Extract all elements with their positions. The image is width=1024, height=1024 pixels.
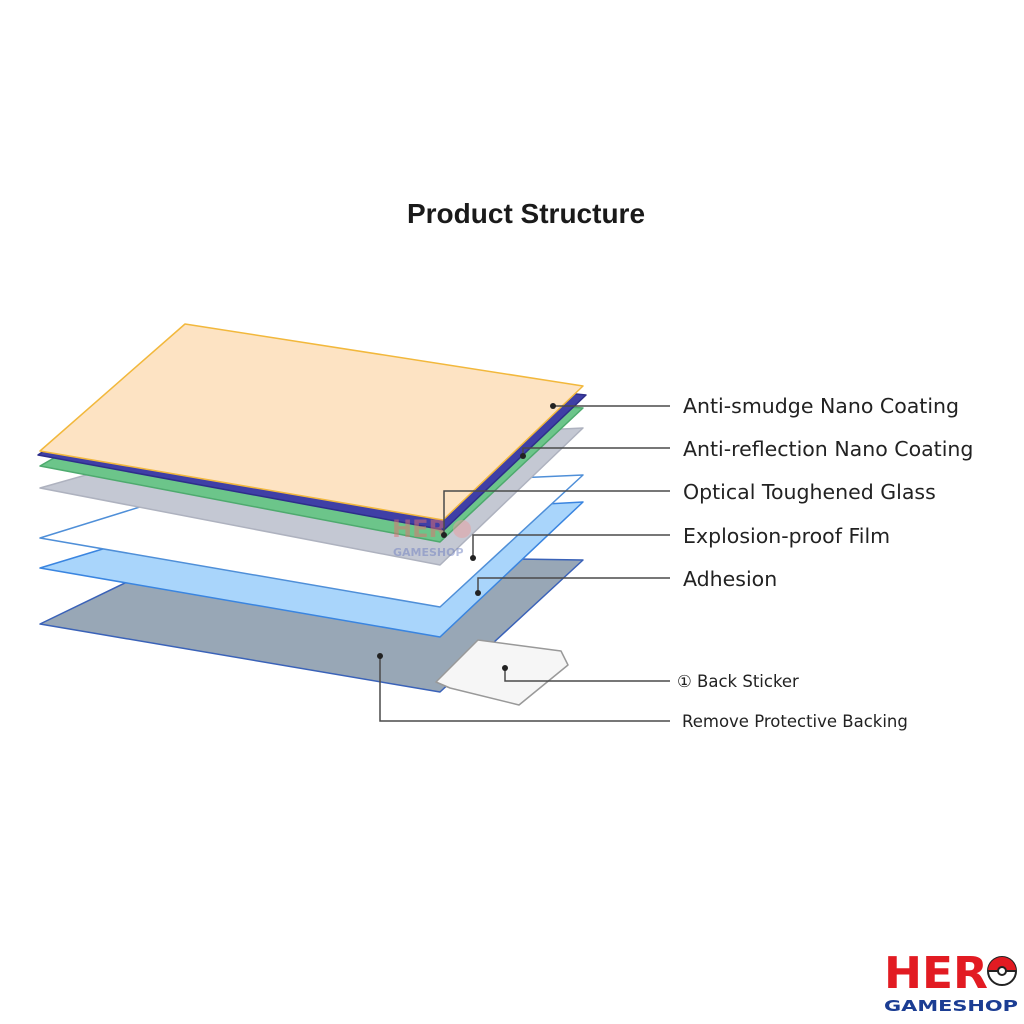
dot-protective-backing	[377, 653, 383, 659]
leader-protective-backing	[379, 656, 670, 722]
dot-anti-smudge	[550, 403, 556, 409]
leader-dots	[377, 403, 556, 671]
label-anti-reflection: Anti-reflection Nano Coating	[683, 437, 973, 461]
leader-explosion-proof	[472, 534, 670, 558]
leader-optical-glass	[443, 490, 670, 535]
label-protective-backing: Remove Protective Backing	[682, 712, 908, 731]
logo-gameshop-text: GAMESHOP	[884, 997, 1018, 1015]
pokeball-icon	[987, 956, 1017, 986]
label-back-sticker: ① Back Sticker	[677, 672, 799, 691]
leader-back-sticker	[504, 668, 670, 682]
brand-logo: HER GAMESHOP	[884, 948, 1018, 1015]
back-sticker	[435, 639, 569, 706]
logo-hero-text: HER	[884, 948, 988, 999]
watermark-hero: HER	[392, 515, 447, 543]
dot-adhesion	[475, 590, 481, 596]
leader-adhesion	[477, 577, 670, 593]
dot-back-sticker	[502, 665, 508, 671]
label-explosion-proof: Explosion-proof Film	[683, 524, 890, 548]
dot-explosion-proof	[470, 555, 476, 561]
layer-anti-smudge	[39, 323, 584, 521]
label-adhesion: Adhesion	[683, 567, 777, 591]
watermark: HER GAMESHOP	[392, 515, 471, 559]
label-anti-smudge: Anti-smudge Nano Coating	[683, 394, 959, 418]
watermark-gameshop: GAMESHOP	[393, 546, 464, 559]
layer-labels: Anti-smudge Nano Coating Anti-reflection…	[677, 394, 973, 731]
label-optical-glass: Optical Toughened Glass	[683, 480, 936, 504]
page-title: Product Structure	[407, 198, 645, 229]
dot-anti-reflection	[520, 453, 526, 459]
layer-stack	[37, 323, 587, 706]
dot-optical-glass	[441, 532, 447, 538]
leader-lines	[379, 405, 670, 722]
watermark-ball-icon	[453, 520, 471, 538]
